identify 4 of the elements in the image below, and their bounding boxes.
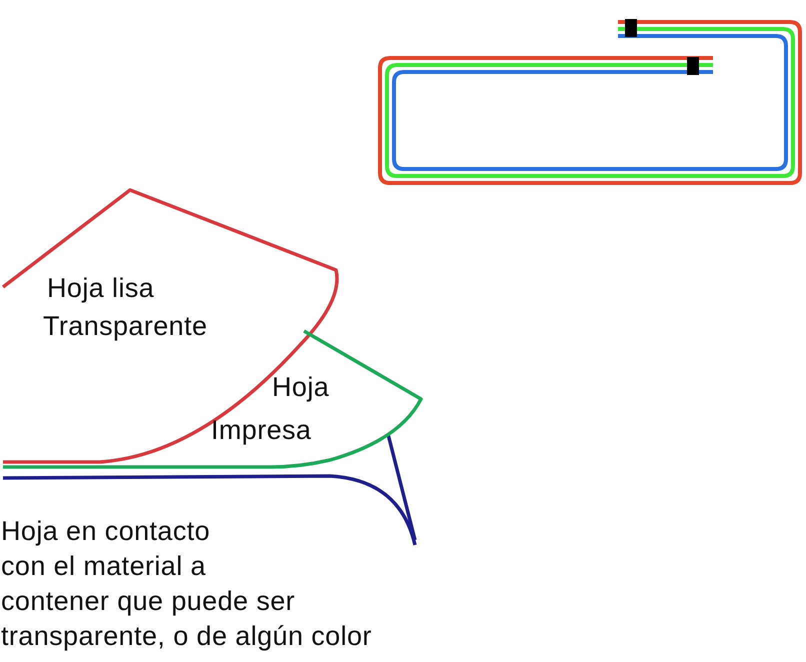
sheet-label: Hoja lisa Transparente [43, 272, 208, 343]
sheet-label: Hoja Impresa [211, 371, 330, 447]
description-text: Hoja en contacto con el material a contener que puede ser transparente, o de algún color [1, 515, 372, 653]
sheet-outline [1, 187, 341, 465]
